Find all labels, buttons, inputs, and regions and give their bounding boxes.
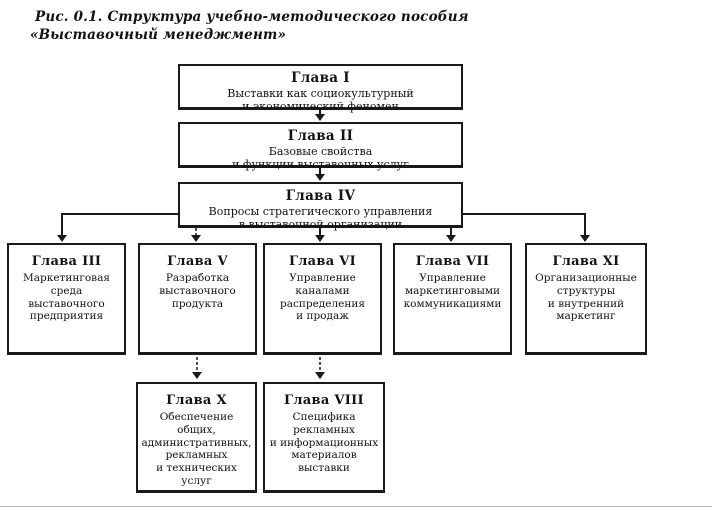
arrowhead-ch4-ch5 <box>191 235 201 242</box>
node-title: Глава IV <box>285 188 356 204</box>
node-body: Вопросы стратегического управления в выс… <box>208 205 433 232</box>
node-chapter-7: Глава VII Управление маркетинговыми комм… <box>393 243 512 355</box>
node-chapter-8: Глава VIII Специфика рекламных и информа… <box>263 382 385 493</box>
node-chapter-5: Глава V Разработка выставочного продукта <box>138 243 257 355</box>
node-body: Обеспечение общих, административных, рек… <box>141 411 252 487</box>
node-body: Выставки как социокультурный и экономиче… <box>227 87 414 114</box>
node-body: Маркетинговая среда выставочного предпри… <box>23 272 110 323</box>
arrowhead-ch1-ch2 <box>315 114 325 121</box>
node-body: Организационные структуры и внутренний м… <box>535 272 637 323</box>
node-chapter-2: Глава II Базовые свойства и функции выст… <box>178 122 463 171</box>
node-chapter-11: Глава XI Организационные структуры и вну… <box>525 243 647 355</box>
figure-caption: Рис. 0.1. Структура учебно-методического… <box>30 8 469 44</box>
arrowhead-ch4-ch11 <box>580 235 590 242</box>
connector-ch4-ch3 <box>61 213 178 236</box>
node-title: Глава XI <box>552 254 620 269</box>
caption-line-2: «Выставочный менеджмент» <box>30 27 287 44</box>
arrowhead-ch5-ch10 <box>192 372 202 379</box>
node-chapter-4: Глава IV Вопросы стратегического управле… <box>178 182 463 231</box>
connector-ch4-ch11 <box>463 213 586 236</box>
node-chapter-6: Глава VI Управление каналами распределен… <box>263 243 382 355</box>
node-title: Глава V <box>167 254 228 269</box>
arrowhead-ch2-ch4 <box>315 174 325 181</box>
node-body: Управление маркетинговыми коммуникациями <box>403 272 502 310</box>
node-body: Разработка выставочного продукта <box>159 272 236 310</box>
node-chapter-1: Глава I Выставки как социокультурный и э… <box>178 64 463 113</box>
page-bottom-rule <box>0 506 712 507</box>
node-title: Глава X <box>166 393 227 408</box>
node-chapter-10: Глава X Обеспечение общих, административ… <box>136 382 257 493</box>
node-title: Глава II <box>287 128 354 144</box>
node-body: Управление каналами распределения и прод… <box>280 272 365 323</box>
node-chapter-3: Глава III Маркетинговая среда выставочно… <box>7 243 126 355</box>
node-body: Специфика рекламных и информационных мат… <box>269 411 379 475</box>
caption-line-1: Рис. 0.1. Структура учебно-методического… <box>35 9 469 25</box>
arrowhead-ch4-ch6 <box>315 235 325 242</box>
node-title: Глава VIII <box>284 393 364 408</box>
arrowhead-ch4-ch3 <box>57 235 67 242</box>
arrowhead-ch6-ch8 <box>315 372 325 379</box>
node-title: Глава III <box>31 254 102 269</box>
node-title: Глава VI <box>288 254 357 269</box>
node-body: Базовые свойства и функции выставочных у… <box>232 145 409 172</box>
node-title: Глава I <box>291 70 350 86</box>
node-title: Глава VII <box>415 254 490 269</box>
arrowhead-ch4-ch7 <box>446 235 456 242</box>
